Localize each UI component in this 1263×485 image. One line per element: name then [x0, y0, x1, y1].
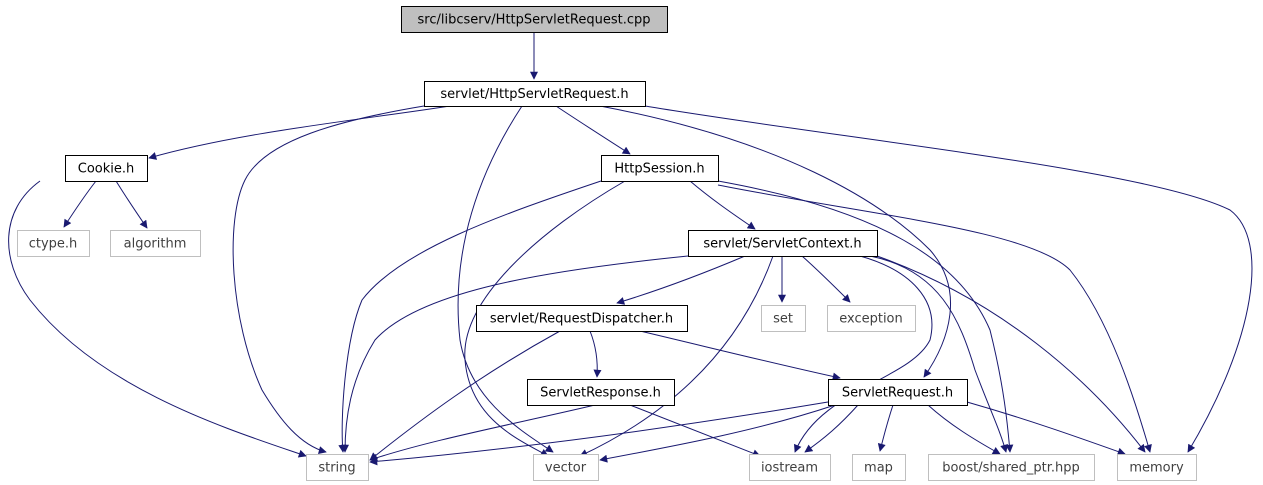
edge-session-to-string	[338, 180, 602, 453]
edge-cookie-to-algorithm	[115, 180, 148, 229]
node-label: set	[773, 312, 793, 327]
node-label: boost/shared_ptr.hpp	[942, 461, 1080, 476]
edge-servreq-to-vector	[599, 404, 836, 463]
edge-http_req_h-to-session	[555, 105, 631, 155]
node-label: string	[318, 461, 355, 476]
edge-dispatcher-to-servreq	[639, 330, 841, 381]
node-iostream: iostream	[749, 454, 831, 481]
node-string: string	[306, 454, 369, 481]
edge-response-to-iostream	[629, 404, 761, 458]
edge-http_req_h-to-memory	[644, 105, 1253, 453]
edge-context-to-string	[341, 255, 689, 453]
node-label: algorithm	[124, 237, 187, 252]
node-label: ServletResponse.h	[540, 386, 661, 401]
node-box	[749, 454, 831, 481]
edge-context-to-shared_ptr	[869, 255, 1008, 453]
node-response[interactable]: ServletResponse.h	[527, 379, 675, 406]
edge-dispatcher-to-response	[589, 330, 602, 378]
node-box	[533, 454, 599, 481]
node-cookie[interactable]: Cookie.h	[65, 155, 148, 182]
node-label: servlet/ServletContext.h	[703, 237, 861, 252]
node-set: set	[761, 305, 806, 332]
node-box	[761, 305, 806, 332]
edge-servreq-to-shared_ptr	[927, 404, 1001, 455]
node-label: servlet/HttpServletRequest.h	[440, 87, 628, 102]
edge-dispatcher-to-string	[369, 330, 561, 461]
node-http-req-h[interactable]: servlet/HttpServletRequest.h	[424, 81, 646, 107]
node-label: ServletRequest.h	[842, 386, 953, 401]
node-box	[306, 454, 369, 481]
edge-session-to-context	[689, 180, 756, 230]
node-context[interactable]: servlet/ServletContext.h	[688, 230, 878, 257]
node-box	[527, 379, 675, 406]
edge-http_req_h-to-servreq	[599, 105, 951, 378]
node-box	[17, 230, 90, 257]
node-box	[424, 81, 646, 107]
node-label: Cookie.h	[78, 162, 135, 177]
node-label: iostream	[761, 461, 818, 476]
node-memory: memory	[1117, 454, 1197, 481]
node-box	[928, 454, 1095, 481]
node-session[interactable]: HttpSession.h	[601, 155, 719, 182]
edge-context-to-dispatcher	[616, 255, 746, 305]
node-box	[110, 230, 201, 257]
node-box	[1117, 454, 1197, 481]
node-box	[65, 155, 148, 182]
edge-context-to-exception	[801, 255, 851, 303]
node-box	[601, 155, 719, 182]
node-ctype: ctype.h	[17, 230, 90, 257]
edge-http_req_h-to-string	[232, 105, 425, 454]
edge-context-to-iostream	[793, 255, 933, 453]
node-box	[852, 454, 906, 481]
edge-servreq-to-iostream	[804, 404, 859, 453]
node-box	[827, 305, 916, 332]
node-exception: exception	[827, 305, 916, 332]
edge-servreq-to-map	[877, 404, 894, 452]
node-vector: vector	[533, 454, 599, 481]
edge-http_req_h-to-cookie	[148, 105, 451, 160]
edge-context-to-memory	[876, 255, 1146, 453]
node-label: servlet/RequestDispatcher.h	[490, 312, 673, 327]
node-box	[828, 379, 968, 406]
node-map: map	[852, 454, 906, 481]
node-label: exception	[839, 312, 903, 327]
node-dispatcher[interactable]: servlet/RequestDispatcher.h	[476, 305, 688, 332]
dependency-nodes: src/libcserv/HttpServletRequest.cpp servl…	[17, 6, 1197, 481]
node-label: map	[864, 461, 893, 476]
node-label: vector	[545, 461, 587, 476]
dependency-edges	[8, 32, 1253, 466]
node-box	[476, 305, 688, 332]
edge-session-to-memory	[717, 184, 1152, 453]
edge-servreq-to-string	[369, 401, 829, 466]
node-label: memory	[1129, 461, 1184, 476]
node-box	[401, 6, 668, 33]
node-root[interactable]: src/libcserv/HttpServletRequest.cpp	[401, 6, 668, 33]
edge-session-to-vector	[464, 180, 626, 457]
edge-cookie-to-ctype	[63, 180, 97, 228]
node-box	[688, 230, 878, 257]
edge-response-to-string	[369, 404, 596, 462]
edge-cookie-to-string	[8, 180, 307, 458]
node-label: ctype.h	[29, 237, 78, 252]
node-servreq[interactable]: ServletRequest.h	[828, 379, 968, 406]
node-label: HttpSession.h	[614, 162, 704, 177]
node-label: src/libcserv/HttpServletRequest.cpp	[418, 13, 651, 28]
edge-http_req_h-to-vector	[457, 105, 554, 453]
node-algorithm: algorithm	[110, 230, 201, 257]
node-shared-ptr: boost/shared_ptr.hpp	[928, 454, 1095, 481]
edge-servreq-to-memory	[966, 401, 1126, 456]
edge-session-to-shared_ptr	[717, 180, 1014, 453]
